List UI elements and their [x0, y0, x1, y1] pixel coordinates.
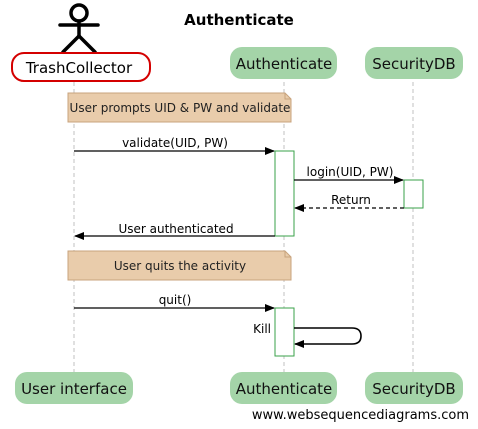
participant-securitydb-top-label: SecurityDB [372, 55, 455, 73]
participant-securitydb-bottom [365, 372, 463, 404]
actor-highlight-outline [11, 52, 151, 82]
participant-securitydb-top [365, 47, 463, 79]
message-kill-label: Kill [253, 322, 271, 336]
participant-actor-bottom-label: User interface [21, 380, 127, 398]
diagram-title: Authenticate [184, 11, 294, 29]
watermark-link[interactable]: www.websequencediagrams.com [252, 408, 469, 423]
message-kill-arrow [294, 327, 362, 348]
participant-securitydb-bottom-label: SecurityDB [372, 380, 455, 398]
message-authenticated-label: User authenticated [118, 222, 233, 236]
message-return-label: Return [331, 193, 371, 207]
participant-authenticate-bottom [230, 372, 337, 404]
note-1: User prompts UID & PW and validate [67, 92, 292, 123]
note-1-text: User prompts UID & PW and validate [70, 101, 291, 115]
message-validate-label: validate(UID, PW) [122, 136, 228, 150]
participant-actor-bottom [15, 372, 133, 404]
participant-authenticate-bottom-label: Authenticate [236, 380, 333, 398]
message-login-label: login(UID, PW) [307, 165, 394, 179]
participant-authenticate-top-label: Authenticate [236, 55, 333, 73]
message-quit-label: quit() [159, 293, 192, 307]
note-2-text: User quits the activity [114, 259, 246, 273]
participant-authenticate-top [230, 47, 337, 79]
activation-securitydb [403, 179, 424, 209]
stick-figure-icon [58, 3, 100, 54]
note-2: User quits the activity [67, 250, 292, 281]
activation-authenticate-1 [274, 150, 295, 237]
actor-top-label: TrashCollector [25, 59, 133, 77]
activation-authenticate-2 [274, 307, 295, 357]
